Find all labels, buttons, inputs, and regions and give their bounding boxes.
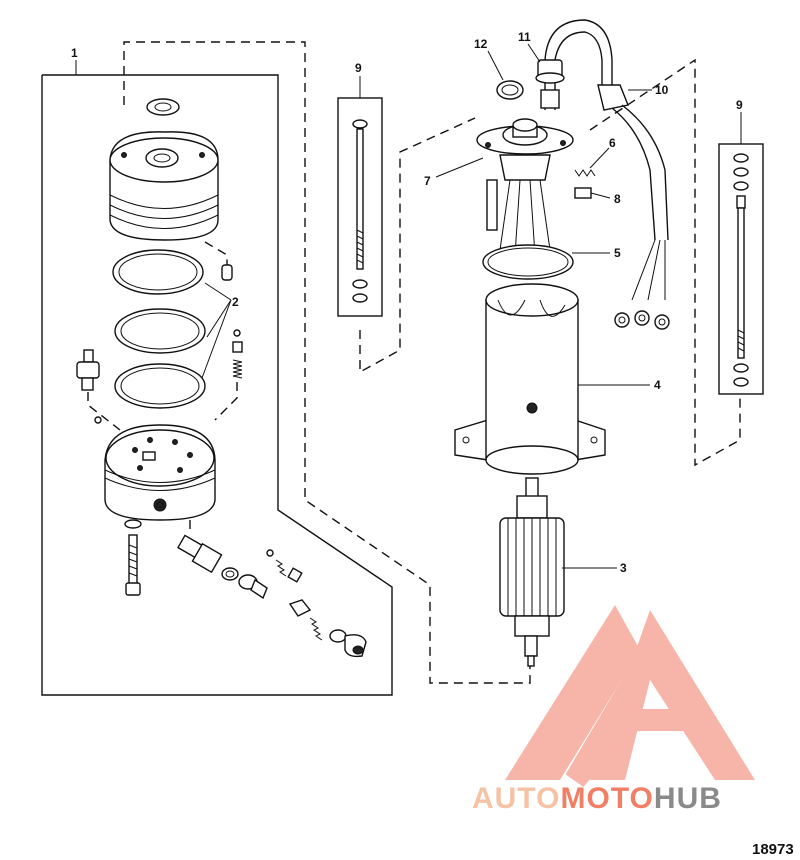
callout-4: 4 <box>654 378 661 392</box>
dowel-pin <box>204 241 233 281</box>
valve-parts-row-2 <box>288 599 367 658</box>
dashed-leader-1 <box>123 41 531 684</box>
pump-cap-assembly <box>109 98 219 241</box>
watermark-part-1: AUTO <box>472 782 560 815</box>
document-number: 18973 <box>752 841 794 858</box>
pump-bolt <box>124 519 142 596</box>
fitting-left <box>76 349 121 431</box>
o-ring-1 <box>112 249 204 295</box>
callout-8: 8 <box>614 192 621 206</box>
group-9-left-outline <box>337 76 383 317</box>
motor-housing <box>454 283 606 475</box>
armature <box>499 477 565 667</box>
watermark-logo <box>505 605 755 788</box>
cable-assembly <box>535 19 670 330</box>
callout-7: 7 <box>424 174 431 188</box>
callout-3: 3 <box>620 561 627 575</box>
valve-parts-row-1 <box>177 520 303 600</box>
group-9-right-outline <box>718 112 764 395</box>
callout-12: 12 <box>474 37 488 51</box>
callout-9-left: 9 <box>355 61 362 75</box>
callout-1: 1 <box>71 46 78 60</box>
callout-2-group: 2 <box>201 282 239 379</box>
motor-o-ring <box>482 244 574 280</box>
group-1-outline <box>41 60 393 696</box>
watermark-text: AUTOMOTOHUB <box>472 782 722 815</box>
callout-9-right: 9 <box>736 98 743 112</box>
callout-6: 6 <box>609 136 616 150</box>
o-ring-3 <box>114 363 206 409</box>
callout-10: 10 <box>655 83 669 97</box>
watermark-part-3: HUB <box>654 782 722 815</box>
brush-spring <box>574 169 596 177</box>
dashed-leader-3 <box>589 58 741 467</box>
seal-ring <box>496 80 524 100</box>
callout-leaders <box>435 43 652 569</box>
pump-body <box>94 416 216 521</box>
o-ring-2 <box>114 308 206 354</box>
brush <box>574 187 592 199</box>
callout-11: 11 <box>518 30 531 44</box>
callout-2: 2 <box>232 295 239 309</box>
callout-5: 5 <box>614 246 621 260</box>
spring-ball-right <box>214 329 243 421</box>
dashed-leader-2 <box>359 117 476 374</box>
watermark-part-2: MOTO <box>560 782 653 815</box>
end-cap-assembly <box>476 118 574 256</box>
